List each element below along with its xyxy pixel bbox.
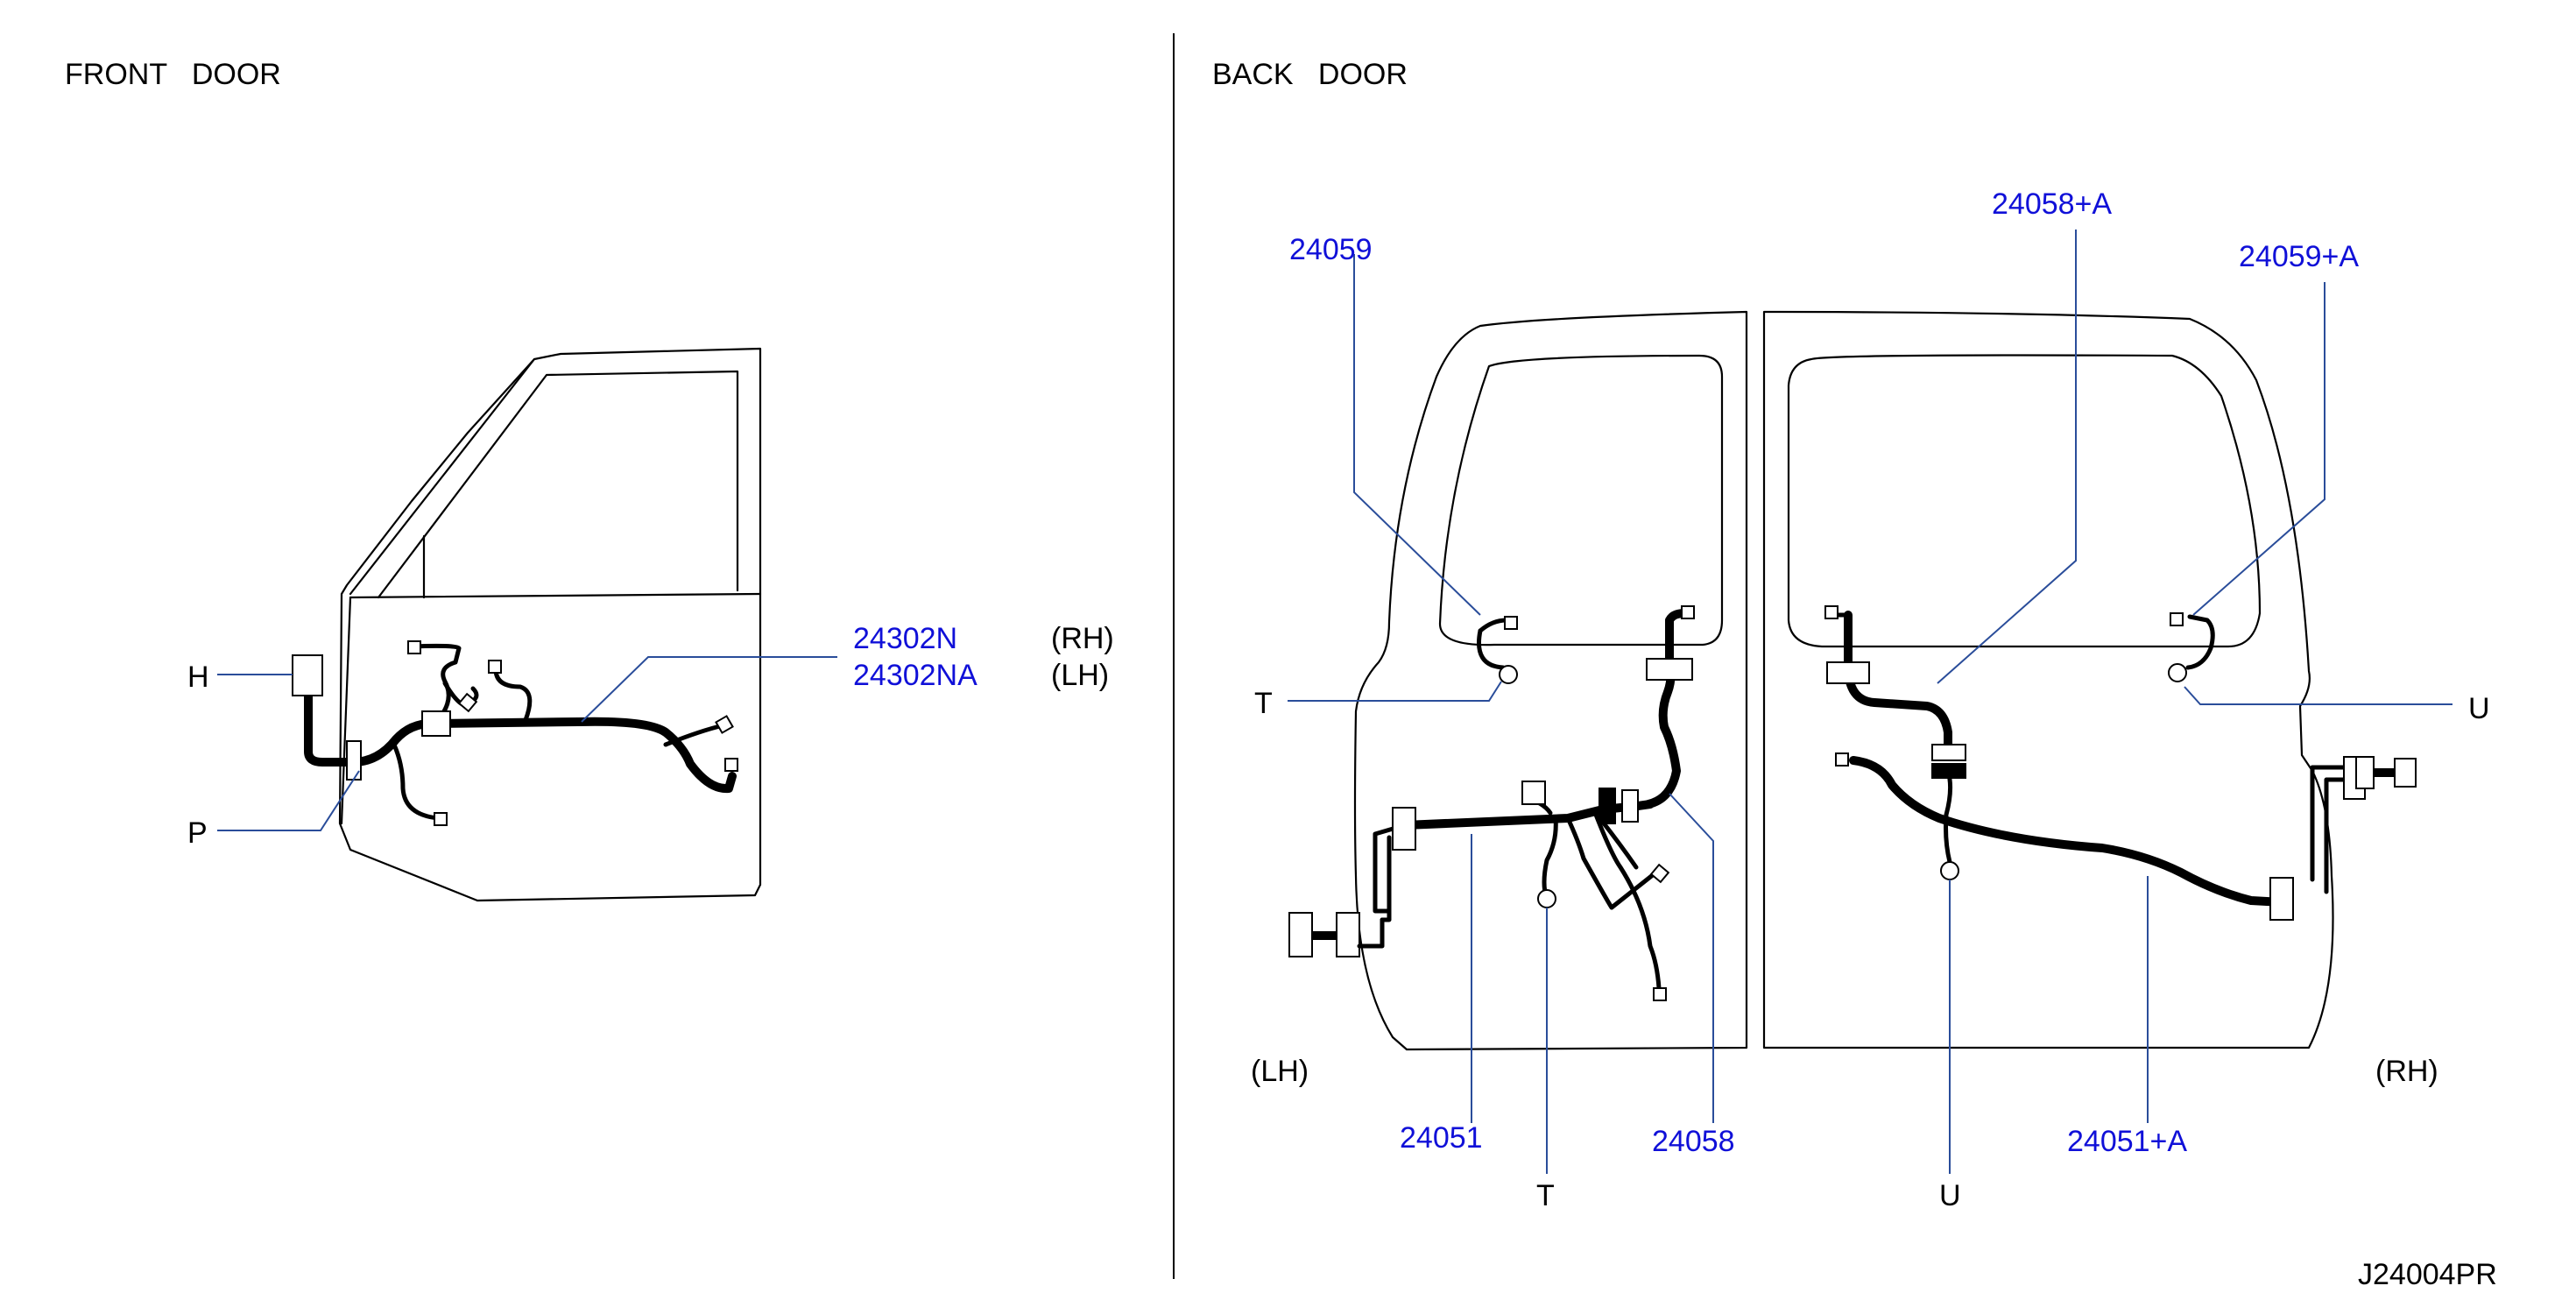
front-door-drawing	[338, 347, 762, 902]
back-door-left-drawing	[1353, 310, 1748, 1051]
connector-h	[292, 654, 323, 696]
leader-24059a	[2192, 282, 2325, 616]
front-door-harness	[292, 640, 738, 826]
leader-24302	[581, 656, 837, 723]
leader-t-left	[1288, 681, 1502, 702]
side-lh-front: (LH)	[1051, 659, 1109, 692]
side-rh-front: (RH)	[1051, 622, 1114, 655]
label-u-right: U	[2468, 692, 2490, 725]
label-p: P	[187, 816, 208, 850]
back-door-right-harness	[1824, 605, 2417, 921]
connector-p	[346, 740, 362, 781]
back-door-left-harness	[1288, 605, 1695, 1001]
side-lh-back: (LH)	[1251, 1055, 1309, 1088]
back-door-right-drawing	[1762, 310, 2334, 1049]
part-24059: 24059	[1289, 233, 1373, 266]
diagram-code: J24004PR	[2358, 1258, 2497, 1291]
part-24302n: 24302N	[853, 622, 957, 655]
label-t-left: T	[1254, 687, 1273, 720]
side-rh-back: (RH)	[2375, 1055, 2438, 1088]
part-24302na: 24302NA	[853, 659, 977, 692]
leader-24058	[1669, 793, 1714, 1123]
connector-rh-edge	[2269, 877, 2294, 921]
front-door-heading: FRONT DOOR	[65, 58, 281, 91]
part-24058: 24058	[1652, 1125, 1735, 1158]
part-24059a: 24059+A	[2239, 240, 2359, 273]
connector-lh-edge	[1288, 912, 1313, 957]
leader-u-right	[2184, 686, 2452, 705]
label-t-bottom: T	[1536, 1179, 1555, 1212]
back-door-heading: BACK DOOR	[1212, 58, 1408, 91]
label-u-bottom: U	[1939, 1179, 1961, 1212]
part-24051: 24051	[1400, 1121, 1483, 1155]
part-24058a: 24058+A	[1992, 187, 2112, 221]
leader-p	[217, 770, 360, 831]
leader-24058a	[1937, 230, 2077, 684]
part-24051a: 24051+A	[2067, 1125, 2187, 1158]
connector-center	[421, 710, 451, 737]
leader-24059	[1353, 254, 1481, 616]
label-h: H	[187, 661, 209, 694]
